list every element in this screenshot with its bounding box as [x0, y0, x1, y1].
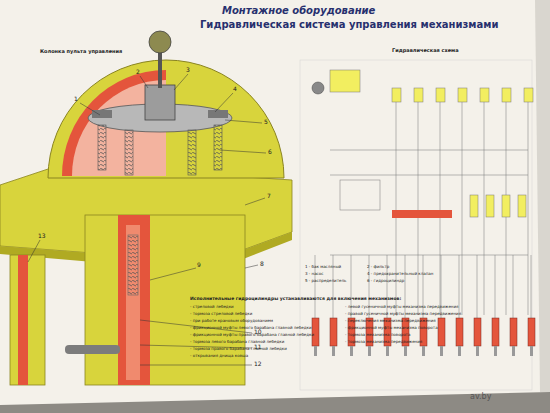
- valve-spring: [128, 235, 138, 295]
- label-text: - тормоза левого барабана главной лебедк…: [190, 340, 284, 345]
- label-text: - правой гусеничной муфты механизма пере…: [345, 312, 461, 317]
- label-text: 1 - бак масляный: [305, 265, 341, 270]
- side-cutaway: [18, 255, 28, 385]
- callout-number: 1: [74, 96, 78, 103]
- callout-number: 7: [267, 193, 271, 200]
- label-text: - фрикционной муфты правого барабана гла…: [190, 333, 314, 338]
- label-text: - стреловой лебедки: [190, 305, 234, 310]
- label-text: - открывания днища ковша: [190, 354, 248, 359]
- label-text: 5 - распределитель: [305, 279, 346, 284]
- label-text: Монтажное оборудование: [222, 5, 375, 17]
- dome-cover: [48, 60, 284, 178]
- callout-number: 2: [136, 69, 140, 76]
- label-text: Колонка пульта управления: [40, 49, 122, 55]
- pipe: [65, 345, 120, 354]
- callout-number: 13: [38, 233, 46, 240]
- label-text: - при работе крановым оборудованием: [190, 319, 273, 324]
- label-text: Гидравлическая схема: [392, 48, 459, 54]
- column-cutaway: [118, 215, 150, 385]
- lever-stick: [158, 50, 162, 88]
- callout-number: 4: [233, 86, 237, 93]
- lever-knob: [149, 31, 171, 53]
- callout-number: 9: [197, 262, 201, 269]
- label-text: - тормоза механизма передвижения: [345, 340, 422, 345]
- label-text: - фрикционной муфты механизма поворота: [345, 326, 438, 331]
- label-text: av.by: [470, 392, 491, 401]
- callout-number: 3: [186, 67, 190, 74]
- label-text: - переключения механизма передвижения: [345, 319, 436, 324]
- poster-edge: [535, 0, 550, 392]
- label-text: - тормоза правого барабана главной лебед…: [190, 347, 287, 352]
- central-hub: [145, 85, 175, 120]
- side-wall: [10, 255, 45, 385]
- column-inner: [126, 225, 140, 380]
- pushers: [92, 110, 228, 175]
- label-text: 3 - насос: [305, 272, 323, 277]
- label-text: Исполнительные гидроцилиндры устанавлива…: [190, 296, 401, 301]
- label-text: - фрикционной муфты левого барабана глав…: [190, 326, 312, 331]
- poster-title: Гидравлическая система управления механи…: [200, 19, 498, 31]
- callout-number: 5: [264, 119, 268, 126]
- callout-number: 8: [260, 261, 264, 268]
- label-text: - тормоза механизма поворота: [345, 333, 410, 338]
- callout-number: 6: [268, 149, 272, 156]
- label-text: 2 - фильтр: [367, 265, 389, 270]
- label-text: 4 - предохранительный клапан: [367, 272, 433, 277]
- hydraulic-scheme: [300, 60, 535, 390]
- label-text: - левой гусеничной муфты механизма перед…: [345, 305, 458, 310]
- label-text: - тормоза стреловой лебедки: [190, 312, 252, 317]
- label-text: 6 - гидроцилиндр: [367, 279, 404, 284]
- callout-number: 12: [254, 361, 262, 368]
